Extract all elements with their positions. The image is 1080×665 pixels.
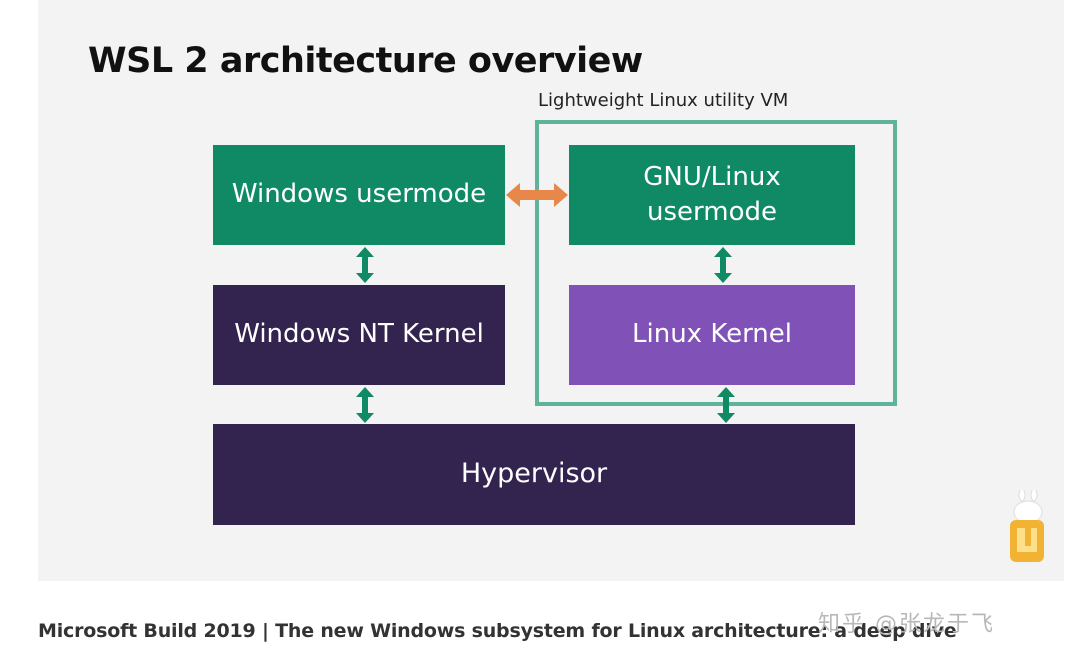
diagram-title: WSL 2 architecture overview — [88, 41, 643, 81]
windows-usermode-box: Windows usermode — [213, 145, 505, 245]
hypervisor-box: Hypervisor — [213, 424, 855, 525]
gnu-linux-usermode-box: GNU/Linux usermode — [569, 145, 855, 245]
linux-vm-boundary — [535, 120, 897, 406]
usermode-link-arrow — [506, 183, 568, 207]
vm-label: Lightweight Linux utility VM — [538, 90, 789, 111]
nt-kernel-hypervisor-arrow — [356, 387, 374, 423]
mascot-icon — [1010, 490, 1044, 562]
caption: Microsoft Build 2019 | The new Windows s… — [38, 620, 957, 642]
linux-usermode-kernel-arrow — [714, 247, 732, 283]
linux-kernel-hypervisor-arrow — [717, 387, 735, 423]
watermark: 知乎 @张龙于飞 — [818, 612, 995, 637]
windows-usermode-kernel-arrow — [356, 247, 374, 283]
windows-nt-kernel-box: Windows NT Kernel — [213, 285, 505, 385]
linux-kernel-box: Linux Kernel — [569, 285, 855, 385]
